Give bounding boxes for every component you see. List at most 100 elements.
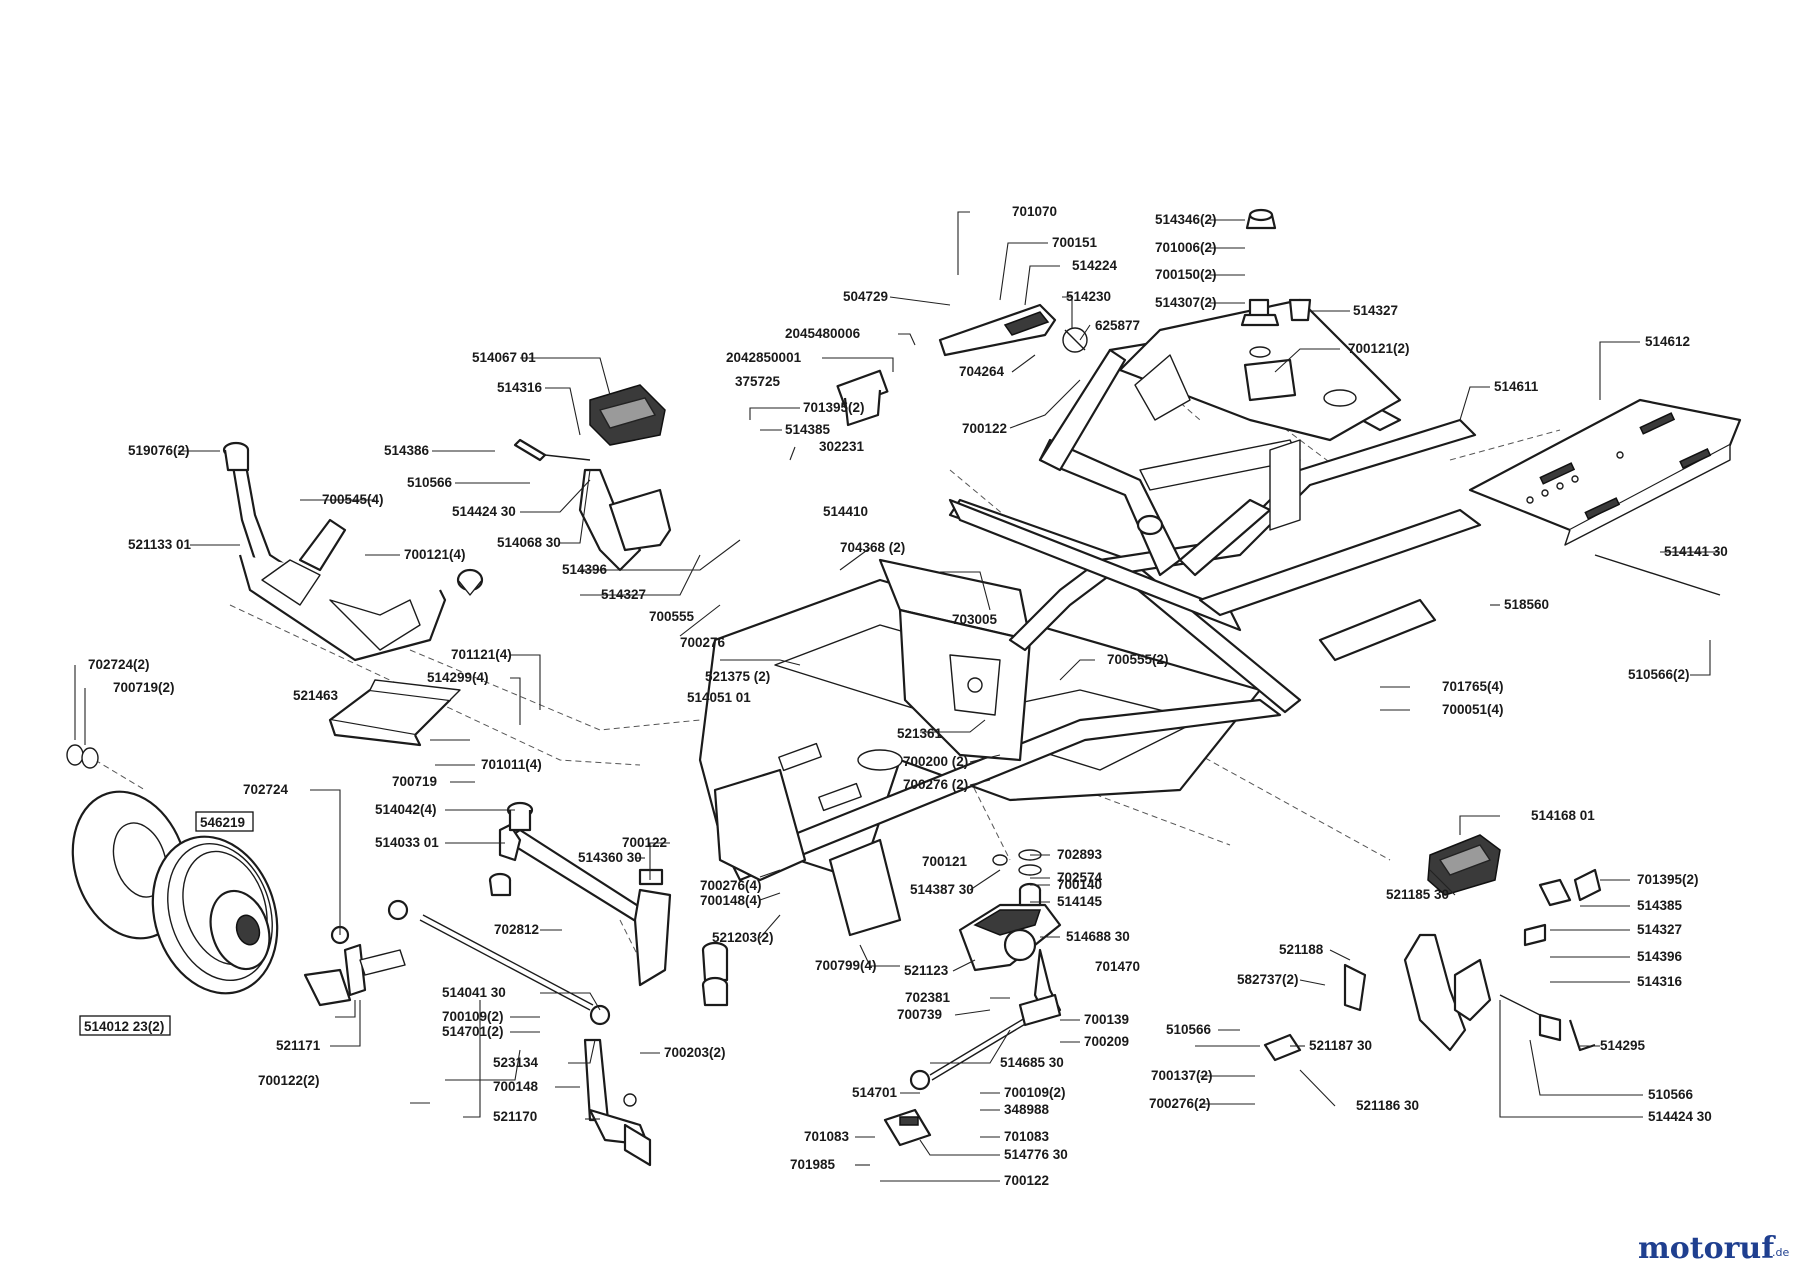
front-bumper-521133 bbox=[222, 441, 484, 662]
part-label: 510566 bbox=[1166, 1022, 1212, 1037]
part-label-boxed: 514012 23(2) bbox=[84, 1019, 164, 1034]
brand-tld: .de bbox=[1772, 1246, 1789, 1259]
part-label: 514051 01 bbox=[687, 690, 751, 705]
part-label: 514042(4) bbox=[375, 802, 437, 817]
part-label: 700151 bbox=[1052, 235, 1098, 250]
steering-sector-514688 bbox=[958, 849, 1062, 1017]
part-label: 514612 bbox=[1645, 334, 1690, 349]
part-label: 700139 bbox=[1084, 1012, 1129, 1027]
fuel-cap-514346 bbox=[1240, 208, 1312, 402]
part-label: 514327 bbox=[1637, 922, 1682, 937]
part-label: 523134 bbox=[493, 1055, 539, 1070]
part-label: 302231 bbox=[819, 439, 865, 454]
part-label: 2045480006 bbox=[785, 326, 861, 341]
main-frame-514051 bbox=[698, 298, 1482, 937]
part-label: 700555(2) bbox=[1107, 652, 1169, 667]
part-label: 375725 bbox=[735, 374, 781, 389]
part-label: 702574 bbox=[1057, 870, 1103, 885]
part-label: 701011(4) bbox=[481, 757, 542, 772]
part-label: 514141 30 bbox=[1664, 544, 1728, 559]
lever-514224 bbox=[836, 303, 1088, 427]
part-label: 521188 bbox=[1279, 942, 1324, 957]
part-label: 521133 01 bbox=[128, 537, 192, 552]
part-label: 700799(4) bbox=[815, 958, 877, 973]
part-label: 700209 bbox=[1084, 1034, 1129, 1049]
part-label: 703005 bbox=[952, 612, 998, 627]
part-label: 514701(2) bbox=[442, 1024, 504, 1039]
brand-logo: motoruf .de bbox=[1638, 1231, 1789, 1266]
part-label: 521375 (2) bbox=[705, 669, 770, 684]
part-label: 701985 bbox=[790, 1157, 836, 1172]
part-label: 700140 bbox=[1057, 877, 1102, 892]
part-label: 514299(4) bbox=[427, 670, 489, 685]
part-label: 514067 01 bbox=[472, 350, 536, 365]
part-label: 700200 (2) bbox=[903, 754, 968, 769]
part-label: 514385 bbox=[785, 422, 831, 437]
part-label: 700739 bbox=[897, 1007, 942, 1022]
front-axle-514033 bbox=[488, 801, 729, 1007]
part-label: 700276 bbox=[680, 635, 726, 650]
part-label: 700555 bbox=[649, 609, 695, 624]
leader-lines bbox=[74, 211, 1720, 1182]
part-label: 514168 01 bbox=[1531, 808, 1595, 823]
part-label: 700137(2) bbox=[1151, 1068, 1213, 1083]
part-label: 700276(2) bbox=[1149, 1096, 1211, 1111]
part-label: 700109(2) bbox=[442, 1009, 504, 1024]
part-label: 514068 30 bbox=[497, 535, 561, 550]
part-label: 582737(2) bbox=[1237, 972, 1299, 987]
pedal-514168 bbox=[1263, 834, 1602, 1062]
part-label: 514396 bbox=[562, 562, 608, 577]
part-label: 510566 bbox=[1648, 1087, 1694, 1102]
part-label: 700203(2) bbox=[664, 1045, 726, 1060]
floor-plate-521463 bbox=[328, 679, 461, 747]
part-label: 701083 bbox=[1004, 1129, 1050, 1144]
part-label: 700121(2) bbox=[1348, 341, 1410, 356]
boxed-label-frame bbox=[195, 811, 254, 832]
part-label: 514685 30 bbox=[1000, 1055, 1064, 1070]
part-label: 701470 bbox=[1095, 959, 1140, 974]
part-label: 514316 bbox=[1637, 974, 1683, 989]
part-label: 514033 01 bbox=[375, 835, 439, 850]
part-label: 514327 bbox=[601, 587, 646, 602]
part-label: 700545(4) bbox=[322, 492, 384, 507]
part-label: 625877 bbox=[1095, 318, 1140, 333]
part-label: 700122 bbox=[1004, 1173, 1049, 1188]
part-label: 521187 30 bbox=[1309, 1038, 1372, 1053]
part-label: 521463 bbox=[293, 688, 339, 703]
part-label: 514776 30 bbox=[1004, 1147, 1068, 1162]
part-label: 514688 30 bbox=[1066, 929, 1130, 944]
part-label: 521171 bbox=[276, 1038, 321, 1053]
part-label: 702724 bbox=[243, 782, 289, 797]
part-label: 514316 bbox=[497, 380, 543, 395]
part-label: 700719 bbox=[392, 774, 437, 789]
part-label: 700109(2) bbox=[1004, 1085, 1066, 1100]
part-label: 700276(4) bbox=[700, 878, 762, 893]
part-label: 701070 bbox=[1012, 204, 1057, 219]
part-label: 521203(2) bbox=[712, 930, 774, 945]
pedal-514067 bbox=[513, 384, 672, 572]
part-label: 702893 bbox=[1057, 847, 1103, 862]
part-label: 514424 30 bbox=[1648, 1109, 1712, 1124]
part-label: 514295 bbox=[1600, 1038, 1646, 1053]
part-label: 519076(2) bbox=[128, 443, 190, 458]
boxed-label-frame bbox=[79, 1015, 171, 1036]
part-label: 701395(2) bbox=[803, 400, 865, 415]
part-label: 514611 bbox=[1494, 379, 1539, 394]
part-label: 510566 bbox=[407, 475, 453, 490]
part-label: 701083 bbox=[804, 1129, 850, 1144]
part-label: 700122(2) bbox=[258, 1073, 320, 1088]
part-label: 521123 bbox=[904, 963, 949, 978]
part-label: 702812 bbox=[494, 922, 539, 937]
part-label: 514307(2) bbox=[1155, 295, 1217, 310]
part-label: 702381 bbox=[905, 990, 951, 1005]
part-label: 514360 30 bbox=[578, 850, 642, 865]
seat-rail-514612 bbox=[1468, 398, 1742, 596]
part-label: 514327 bbox=[1353, 303, 1398, 318]
part-label: 701121(4) bbox=[451, 647, 512, 662]
part-label: 514410 bbox=[823, 504, 868, 519]
part-label: 2042850001 bbox=[726, 350, 802, 365]
part-label: 521361 bbox=[897, 726, 943, 741]
brand-name: motoruf bbox=[1638, 1231, 1776, 1266]
part-label: 701006(2) bbox=[1155, 240, 1217, 255]
